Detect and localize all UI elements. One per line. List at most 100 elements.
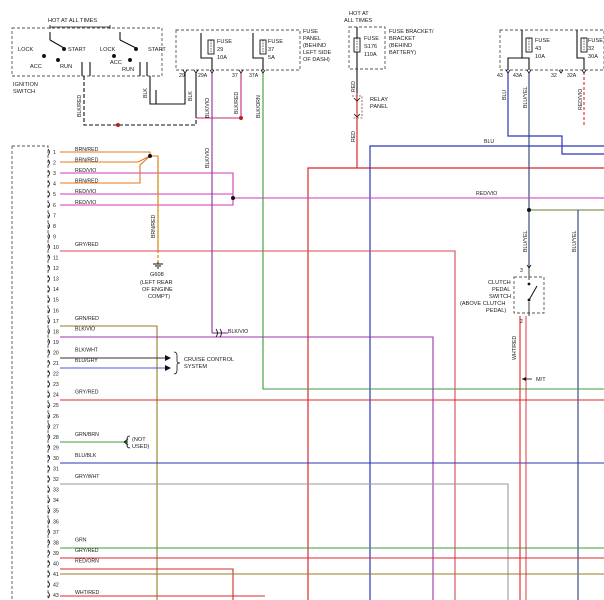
- pin-number-26: 26: [53, 414, 59, 420]
- pin-terminal-27: [47, 423, 50, 430]
- pin-number-6: 6: [53, 203, 56, 209]
- pin-number-18: 18: [53, 329, 59, 335]
- s176-l1: FUSE: [364, 36, 379, 42]
- pin-terminal-34: [47, 496, 50, 504]
- pin-number-13: 13: [53, 277, 59, 283]
- pin-number-37: 37: [53, 530, 59, 536]
- label-wire-blkvio-h: BLK/VIO: [228, 329, 248, 335]
- pin-number-38: 38: [53, 540, 59, 546]
- bracket-l3: (BEHIND: [389, 43, 412, 49]
- wire-redvio-row6: [60, 197, 604, 206]
- fuse-37: [252, 33, 267, 70]
- label-wire-red1: RED: [351, 81, 357, 92]
- pin-terminal-24: [47, 391, 50, 398]
- cruise-arrows: [165, 351, 181, 375]
- pin-number-39: 39: [53, 551, 59, 557]
- right-fuse-box: [499, 29, 604, 71]
- ign-name2: SWITCH: [13, 89, 35, 95]
- pin-terminal-36: [47, 517, 50, 525]
- pin-wire-label-6: RED/VIO: [75, 200, 96, 206]
- not-used-bracket: [123, 435, 131, 449]
- label-wire-blkorn: BLK/ORN: [256, 95, 262, 118]
- pin-terminal-3: [47, 169, 50, 177]
- pin-terminal-22: [47, 370, 50, 377]
- label-wire-brnred: BRN/RED: [151, 214, 157, 238]
- clutch-l1: CLUTCH: [488, 280, 511, 286]
- pin-number-21: 21: [53, 361, 59, 367]
- pin-terminal-11: [47, 254, 50, 261]
- pin-terminal-26: [47, 412, 50, 420]
- bracket-hot2: ALL TIMES: [344, 18, 373, 24]
- pin-terminal-29: [47, 444, 50, 451]
- pin-terminal-32: [47, 475, 50, 483]
- pin-terminal-14: [47, 285, 50, 293]
- pin-terminal-35: [47, 507, 50, 514]
- pin-terminal-43: [47, 591, 50, 599]
- mt-arrow: [522, 377, 532, 381]
- splice-brnred: [148, 154, 152, 158]
- label-wire-blk: BLK: [188, 91, 194, 101]
- fuse29-l2: 29: [217, 47, 223, 53]
- fuse-panel-box: [175, 29, 301, 71]
- right-fuse-terminals: [505, 69, 587, 74]
- fuse-panel-terminals: [182, 69, 266, 74]
- pin-number-5: 5: [53, 192, 56, 198]
- pin-number-25: 25: [53, 403, 59, 409]
- pin-terminal-23: [47, 380, 50, 388]
- g608-l4: COMPT): [148, 294, 170, 300]
- pin-terminal-21: [47, 359, 50, 367]
- pin-number-1: 1: [53, 150, 56, 156]
- bracket-l2: BRACKET: [389, 36, 416, 42]
- fuse-term-37: 37: [232, 73, 238, 79]
- pin-terminal-33: [47, 486, 50, 493]
- pin-number-16: 16: [53, 308, 59, 314]
- fuse-bracket-box: [348, 26, 386, 70]
- pin-terminal-7: [47, 212, 50, 219]
- pin-terminal-25: [47, 401, 50, 409]
- fuse-panel-l3: (BEHIND: [303, 43, 326, 49]
- splice-bluyel: [527, 208, 531, 212]
- pin-wire-label-1: BRN/RED: [75, 147, 99, 153]
- wire-blkvio-row18: [60, 336, 434, 600]
- pin-terminal-4: [47, 180, 50, 187]
- pin-terminal-30: [47, 454, 50, 462]
- wire-grywht-row32: [60, 483, 509, 600]
- pin-terminal-6: [47, 201, 50, 209]
- ignition-switch-box: [11, 27, 163, 77]
- label-wire-blkvio-v: BLK/VIO: [205, 148, 211, 168]
- fuse-term-32: 32: [551, 73, 557, 79]
- fuse-panel-l1: FUSE: [303, 29, 318, 35]
- pin-number-29: 29: [53, 445, 59, 451]
- pin-number-41: 41: [53, 572, 59, 578]
- pin-number-36: 36: [53, 519, 59, 525]
- pin-number-11: 11: [53, 256, 58, 262]
- fuse-term-29: 29: [179, 73, 185, 79]
- label-wire-blu: BLU: [502, 90, 508, 100]
- pin-terminal-15: [47, 296, 50, 303]
- fuse32-l3: 30A: [588, 54, 598, 60]
- wire-redorn-row40: [60, 568, 234, 600]
- pin-number-43: 43: [53, 593, 59, 599]
- pin-number-7: 7: [53, 213, 56, 219]
- splice-redvio: [231, 196, 235, 200]
- pin-number-42: 42: [53, 583, 59, 589]
- pin-number-17: 17: [53, 319, 59, 325]
- cruise-l1: CRUISE CONTROL: [184, 357, 234, 363]
- pin-number-12: 12: [53, 266, 59, 272]
- fuse-panel-l4: LEFT SIDE: [303, 50, 331, 56]
- ign-name1: IGNITION: [13, 82, 38, 88]
- pin-wire-label-40: RED/ORN: [75, 559, 99, 565]
- pin-terminal-5: [47, 190, 50, 198]
- fuse-term-29a: 29A: [198, 73, 208, 79]
- fuse43-l2: 43: [535, 46, 541, 52]
- pin-terminal-40: [47, 560, 50, 567]
- label-wire-redvio: RED/VIO: [578, 89, 584, 110]
- wire-grnred-row17: [60, 325, 158, 600]
- label-wire-ign2: BLK: [143, 88, 149, 98]
- fuse37-l1: FUSE: [268, 39, 283, 45]
- cruise-l2: SYSTEM: [184, 364, 207, 370]
- ign-acc1: ACC: [30, 64, 42, 70]
- label-wire-bluyel: BLU/YEL: [523, 87, 529, 108]
- pin-terminal-42: [47, 581, 50, 588]
- wire-blkorn: [262, 72, 604, 390]
